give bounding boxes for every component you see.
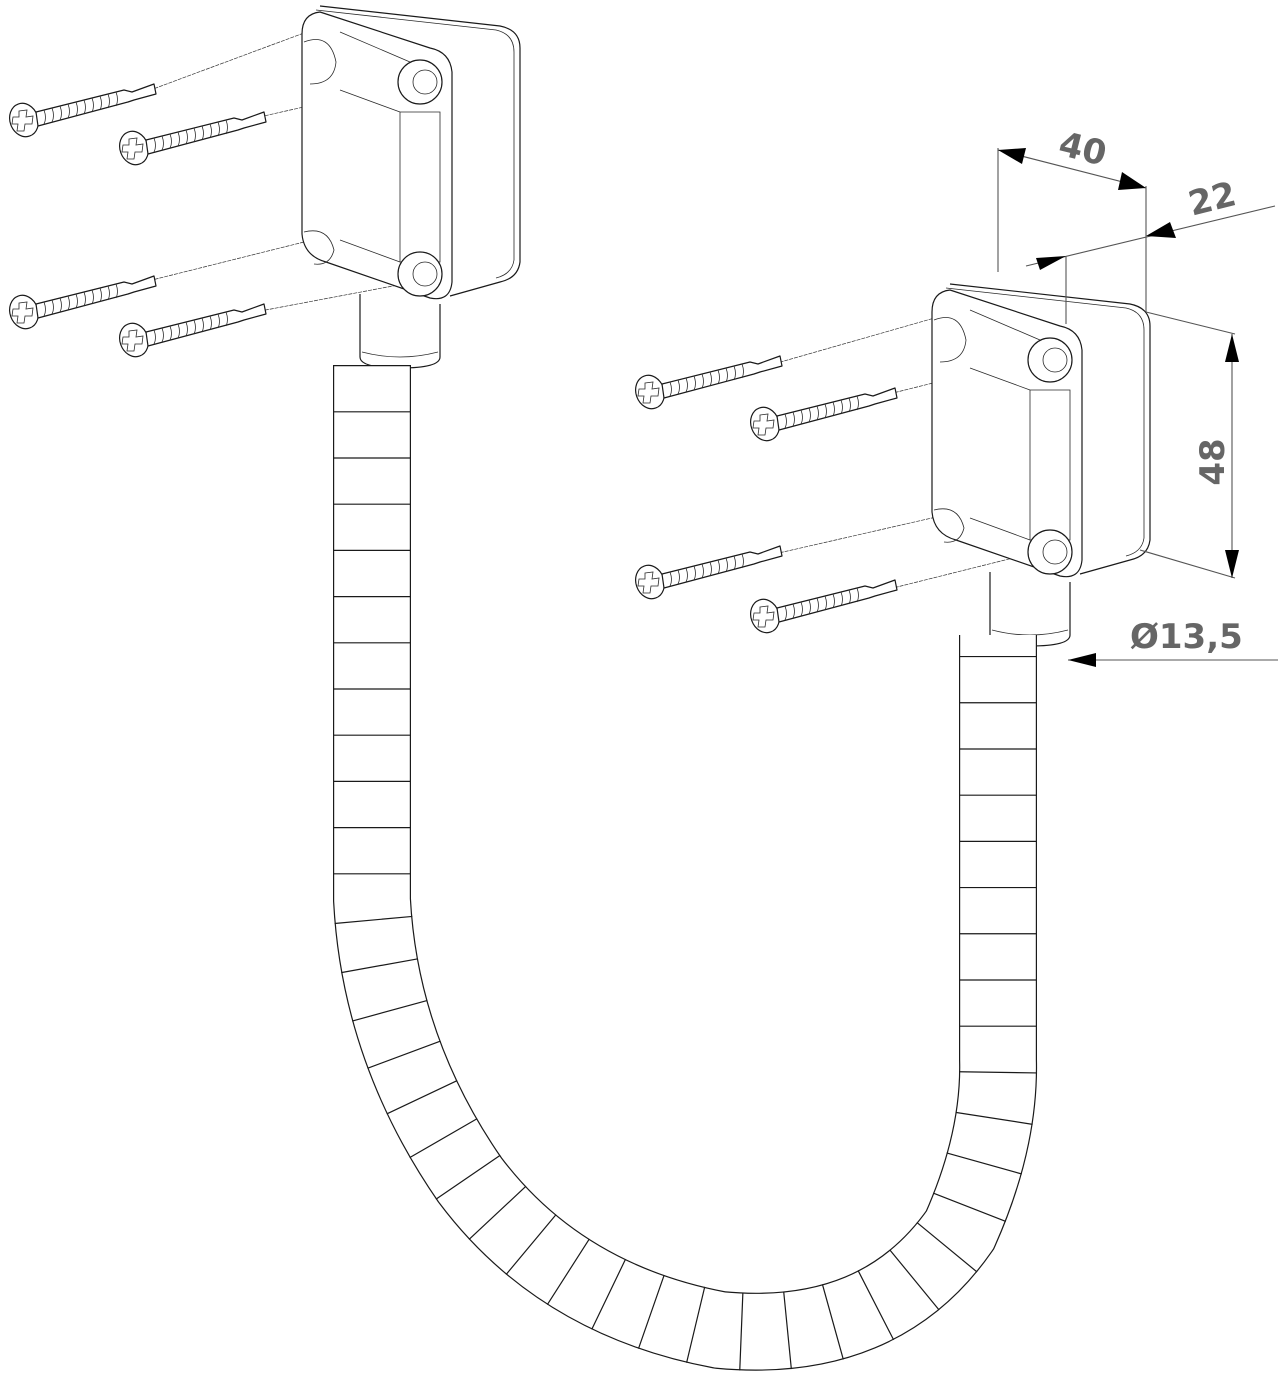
- dimension-height: 48: [1139, 311, 1239, 579]
- left-mounting-assembly: [4, 5, 521, 369]
- right-mounting-assembly: [630, 283, 1151, 647]
- screw-icon: [114, 111, 267, 170]
- dimension-height-label: 48: [1193, 438, 1233, 485]
- dimension-diameter-label: Ø13,5: [1130, 617, 1243, 657]
- screw-icon: [114, 303, 267, 362]
- screw-icon: [630, 545, 783, 604]
- dimension-diameter: Ø13,5: [1068, 617, 1278, 667]
- dimension-depth: 22: [1025, 174, 1276, 324]
- dimension-width: 40: [997, 124, 1147, 312]
- screw-icon: [745, 387, 898, 446]
- screw-icon: [745, 579, 898, 638]
- mounting-box-left: [301, 5, 521, 369]
- screw-icon: [630, 355, 783, 414]
- armored-hose: [333, 365, 1038, 1371]
- mounting-box-right: [931, 283, 1151, 647]
